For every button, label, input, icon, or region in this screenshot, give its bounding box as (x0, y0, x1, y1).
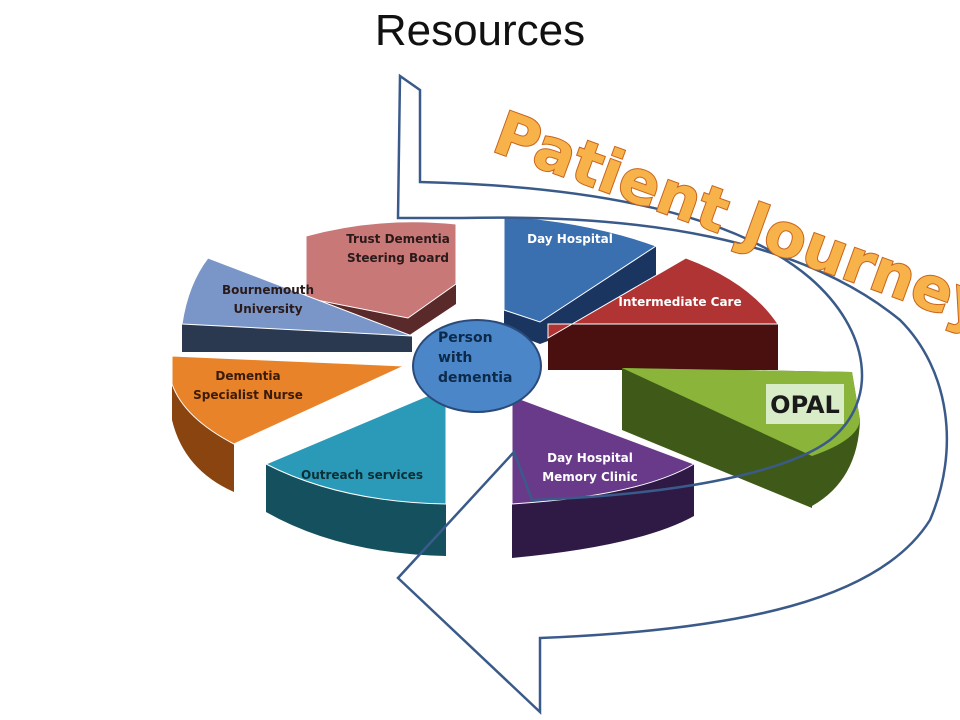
opal-label-box (766, 384, 844, 424)
segment-label-line: Dementia (215, 369, 280, 383)
segment-outreach: Outreach services (264, 387, 447, 556)
segment-label-line: Memory Clinic (542, 470, 638, 484)
journey-arrow (396, 73, 949, 715)
segment-top (264, 387, 447, 505)
segment-label-line: Day Hospital (547, 451, 633, 465)
segment-top (305, 221, 457, 319)
segment-label-line: Day Hospital (527, 232, 613, 246)
segment-label-line: Specialist Nurse (193, 388, 303, 402)
page-title: Resources (374, 6, 586, 55)
center-label-line: Person (438, 330, 493, 346)
center-node: Person with dementia (412, 319, 542, 413)
segment-label-line: Trust Dementia (346, 232, 450, 246)
center-label: Person with dementia (438, 330, 513, 386)
segment-label-line: Intermediate Care (618, 295, 741, 309)
segment-label-line: Bournemouth (222, 283, 314, 297)
segment-label-intermediate-care: Intermediate Care (618, 295, 741, 309)
segment-top (181, 257, 413, 337)
segment-label-line: Outreach services (301, 468, 423, 482)
segment-label-day-hospital: Day Hospital (527, 232, 613, 246)
segment-label-outreach: Outreach services (301, 468, 423, 482)
opal-label: OPAL (770, 391, 840, 419)
center-label-line: with (438, 350, 472, 366)
segment-label-line: University (233, 302, 302, 316)
segment-intermediate-care: Intermediate Care (547, 257, 779, 370)
segment-label-line: Steering Board (347, 251, 449, 265)
segment-top (171, 355, 405, 445)
segment-top (547, 257, 779, 339)
segment-opal: OPAL (622, 368, 860, 508)
segment-top (511, 395, 696, 505)
center-circle (412, 319, 542, 413)
center-label-line: dementia (438, 370, 513, 386)
